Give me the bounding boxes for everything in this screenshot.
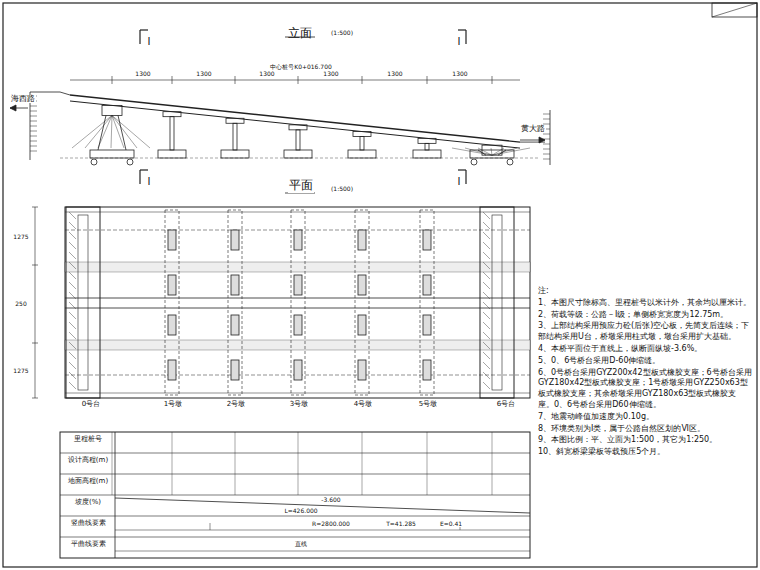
drawing-label: 平曲线要素 (70, 541, 107, 549)
drawing-label: 地面高程(m) (67, 478, 109, 486)
note-text: 8、环境类别为Ⅰ类，属于公路自然区划的Ⅵ区。 (538, 424, 752, 435)
drawing-label: 里程桩号 (73, 436, 103, 444)
drawing-label: T=41.285 (385, 521, 417, 528)
drawing-label: (1:500) (330, 186, 354, 193)
drawing-label: 平面 (288, 179, 314, 192)
drawing-label: R=2800.000 (311, 521, 351, 528)
drawing-label: 海西路 (10, 95, 36, 104)
drawing-label: Ⅰ (457, 176, 462, 187)
drawing-label: 2号墩 (226, 401, 246, 409)
drawing-label: 1300 (386, 71, 403, 78)
drawing-label: 中心桩号K0+016.700 (269, 64, 333, 71)
drawing-label: 黄大路 (520, 125, 546, 134)
note-text: 6、0号桥台采用GYZ200x42型板式橡胶支座；6号桥台采用GYZ180x42… (538, 368, 752, 411)
drawing-label: 1300 (322, 71, 339, 78)
drawing-label: 4号墩 (353, 401, 373, 409)
note-text: 1、本图尺寸除标高、里程桩号以米计外，其余均以厘米计。 (538, 298, 752, 309)
drawing-label: 1300 (451, 71, 468, 78)
note-text: 2、荷载等级：公路－Ⅰ级；单侧桥宽宽度为12.75m。 (538, 310, 752, 321)
drawing-label: 0号台 (81, 401, 101, 409)
note-text: 10、斜宽桥梁梁板等载预压5个月。 (538, 447, 752, 458)
drawing-label: 直线 (294, 541, 308, 548)
drawing-label: 竖曲线要素 (70, 520, 107, 528)
drawing-label: -3.600 (320, 497, 341, 504)
drawing-label: (1:500) (330, 30, 354, 37)
drawing-label: 1300 (195, 71, 212, 78)
drawing-label: L=426.000 (283, 508, 318, 515)
note-text: 9、本图比例：平、立面为1:500，其它为1:250。 (538, 435, 752, 446)
drawing-label: 1号墩 (163, 401, 183, 409)
drawing-label: 6号台 (496, 401, 516, 409)
drawing-label: 坡度(%) (74, 499, 102, 507)
drawing-label: 设计高程(m) (67, 457, 109, 465)
drawing-label: 1300 (258, 71, 275, 78)
note-text: 7、地震动峰值加速度为0.10g。 (538, 412, 752, 423)
note-text: 注: (538, 286, 752, 297)
note-text: 5、0、6号桥台采用D-60伸缩缝。 (538, 356, 752, 367)
drawing-label: 1300 (134, 71, 151, 78)
note-text: 4、本桥平面位于直线上，纵断面纵坡-3.6%。 (538, 344, 752, 355)
drawing-label: 1275 (12, 368, 29, 375)
view-title: 立面 (288, 27, 312, 40)
note-text: 3、上部结构采用预应力砼(后张)空心板，先简支后连续；下部结构采用U台，桥墩采用… (538, 321, 752, 343)
drawing-label: 250 (14, 301, 27, 308)
drawing-label: Ⅰ (457, 36, 462, 47)
drawing-label: 3号墩 (289, 401, 309, 409)
drawing-label: 5号墩 (418, 401, 438, 409)
drawing-label: 1275 (12, 234, 29, 241)
drawing-label: E=0.41 (439, 521, 463, 528)
drawing-label: Ⅰ (147, 36, 152, 47)
drawing-label: Ⅰ (147, 176, 152, 187)
